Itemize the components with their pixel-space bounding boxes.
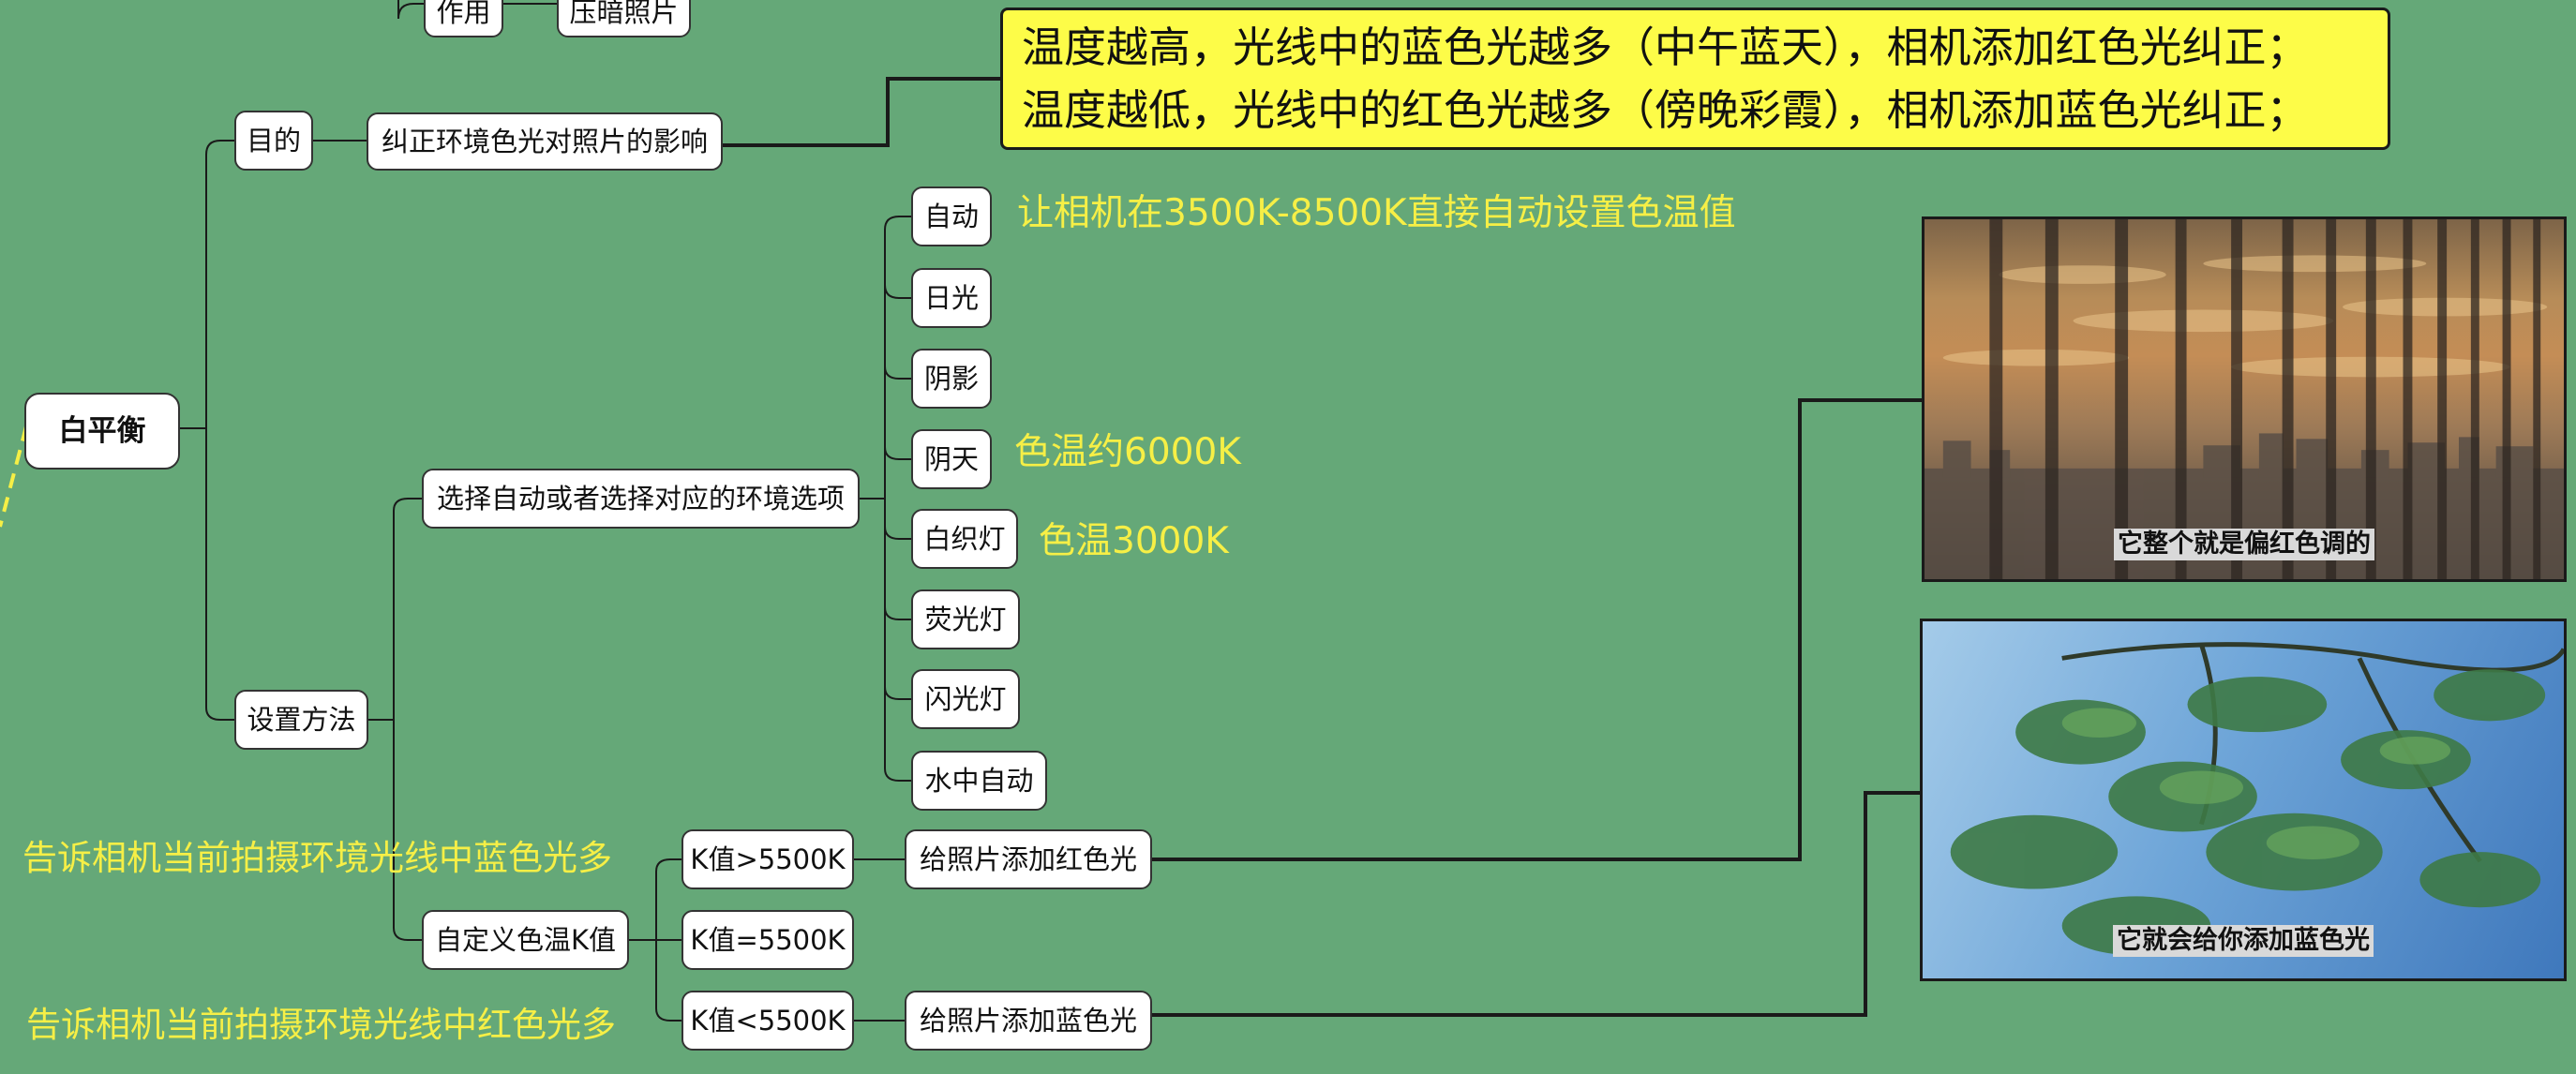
- k-greater-5500[interactable]: K值>5500K: [681, 829, 854, 889]
- note-blue-dominant: 告诉相机当前拍摄环境光线中蓝色光多: [22, 838, 612, 878]
- setting-method-node[interactable]: 设置方法: [234, 690, 368, 750]
- note-cloudy-temp: 色温约6000K: [1014, 431, 1241, 473]
- option-shade[interactable]: 阴影: [911, 349, 992, 409]
- k-less-5500[interactable]: K值<5500K: [681, 991, 854, 1051]
- sunset-scene-graphic: [1925, 219, 2564, 579]
- color-temperature-callout: 温度越高，光线中的蓝色光越多（中午蓝天），相机添加红色光纠正； 温度越低，光线中…: [1000, 7, 2390, 150]
- bluish-photo-caption: 它就会给你添加蓝色光: [2113, 925, 2374, 957]
- note-auto-range: 让相机在3500K-8500K直接自动设置色温值: [1017, 192, 1736, 234]
- option-underwater-auto[interactable]: 水中自动: [911, 751, 1047, 811]
- add-red-light-node[interactable]: 给照片添加红色光: [905, 829, 1152, 889]
- note-red-dominant: 告诉相机当前拍摄环境光线中红色光多: [26, 1005, 616, 1045]
- reddish-sunset-photo: 它整个就是偏红色调的: [1922, 216, 2567, 582]
- darken-photo-node[interactable]: 压暗照片: [557, 0, 691, 37]
- root-node-white-balance[interactable]: 白平衡: [24, 393, 180, 470]
- reddish-photo-caption: 它整个就是偏红色调的: [2114, 529, 2374, 560]
- callout-line-cool: 温度越低，光线中的红色光越多（傍晚彩霞），相机添加蓝色光纠正；: [1022, 84, 2309, 135]
- option-daylight[interactable]: 日光: [911, 268, 992, 328]
- custom-kelvin-node[interactable]: 自定义色温K值: [422, 910, 629, 970]
- option-auto[interactable]: 自动: [911, 186, 992, 246]
- option-fluorescent[interactable]: 荧光灯: [911, 589, 1020, 649]
- purpose-detail-node[interactable]: 纠正环境色光对照片的影响: [367, 112, 723, 171]
- k-equal-5500[interactable]: K值=5500K: [681, 910, 854, 970]
- action-node[interactable]: 作用: [424, 0, 503, 37]
- bluish-sky-photo: 它就会给你添加蓝色光: [1920, 619, 2567, 981]
- auto-select-node[interactable]: 选择自动或者选择对应的环境选项: [422, 469, 860, 529]
- option-flash[interactable]: 闪光灯: [911, 669, 1020, 729]
- add-blue-light-node[interactable]: 给照片添加蓝色光: [905, 991, 1152, 1051]
- callout-line-warm: 温度越高，光线中的蓝色光越多（中午蓝天），相机添加红色光纠正；: [1022, 22, 2309, 72]
- option-incandescent[interactable]: 白织灯: [911, 509, 1018, 569]
- note-incandescent-temp: 色温3000K: [1039, 520, 1229, 562]
- purpose-node[interactable]: 目的: [234, 111, 313, 171]
- sky-leaves-graphic: [1950, 642, 2564, 956]
- option-cloudy[interactable]: 阴天: [911, 429, 992, 489]
